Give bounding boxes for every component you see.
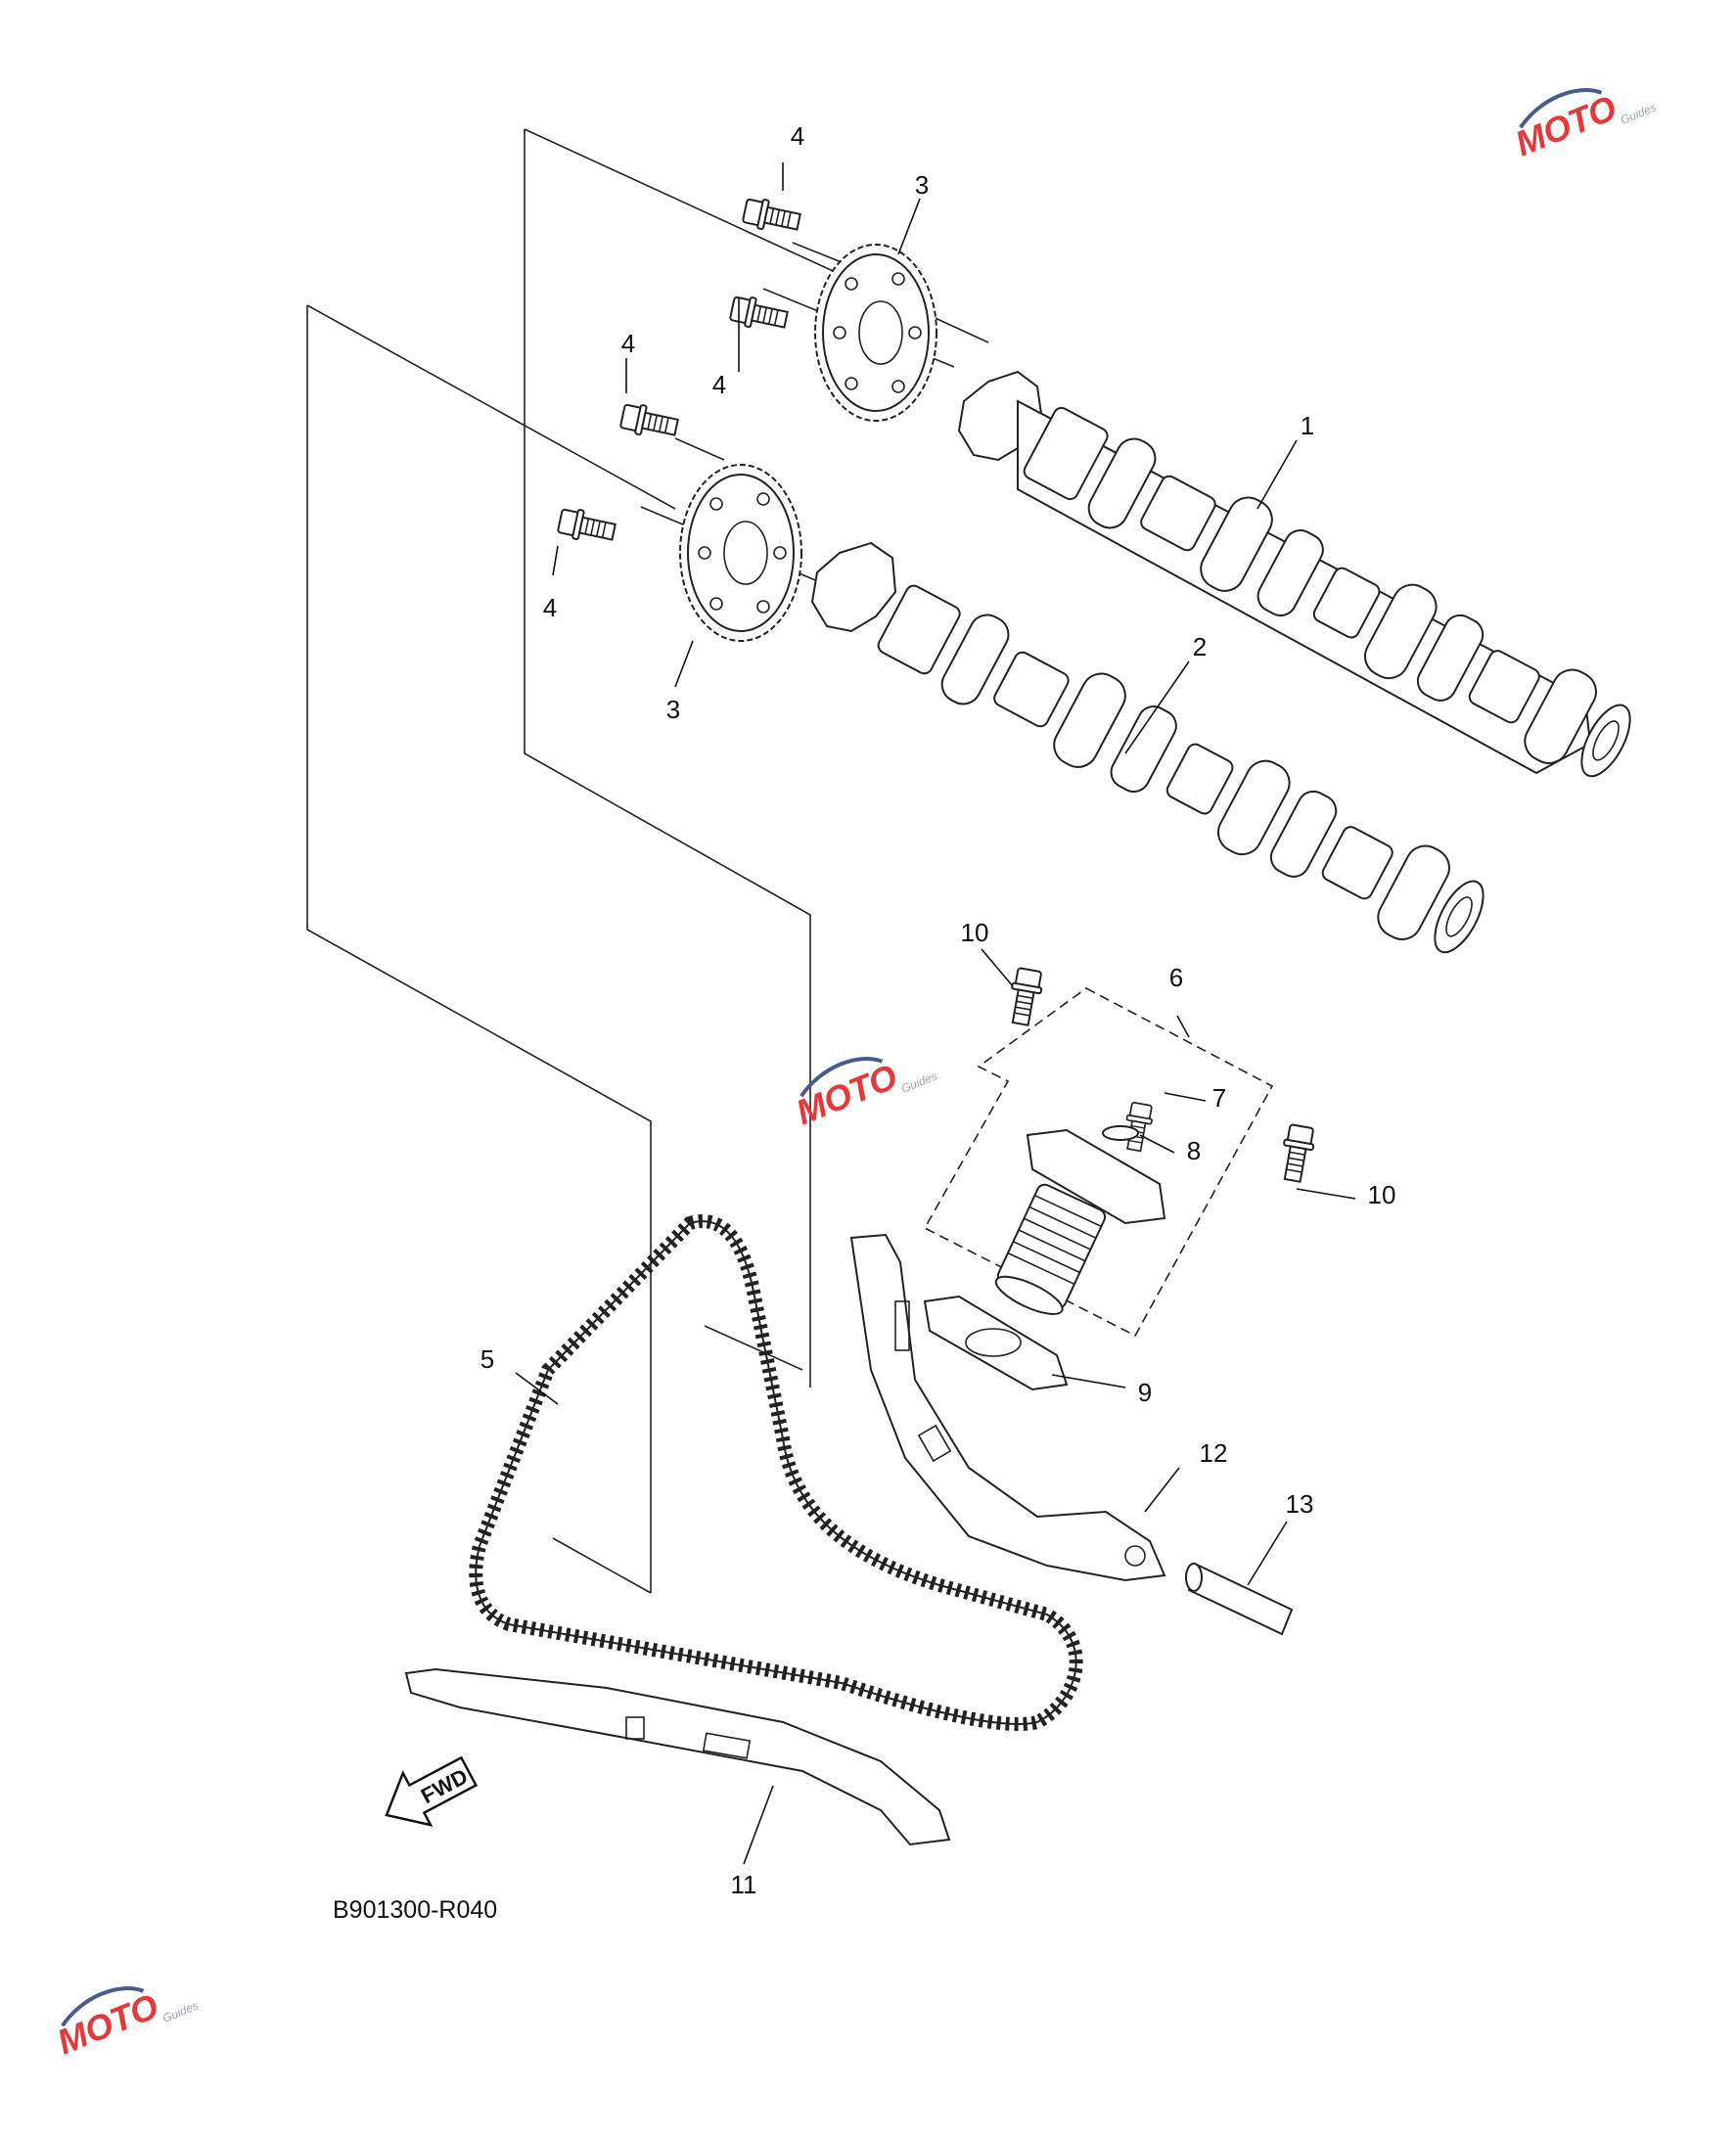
callout-11: 11 bbox=[731, 1870, 757, 1899]
sprocket-bolt-1[interactable] bbox=[741, 195, 803, 238]
callout-12: 12 bbox=[1200, 1438, 1228, 1468]
svg-text:MOTO: MOTO bbox=[52, 1985, 164, 2062]
callout-numbers: 1 2 3 3 4 4 4 4 5 6 7 8 9 10 10 11 12 13 bbox=[480, 121, 1396, 1899]
watermark-logo-center: MOTO Guides bbox=[791, 1056, 939, 1132]
watermark-logo-bottom-left: MOTO Guides bbox=[52, 1985, 201, 2062]
sprocket-bolt-4[interactable] bbox=[556, 505, 618, 548]
svg-text:Guides: Guides bbox=[1619, 101, 1659, 127]
svg-text:MOTO: MOTO bbox=[1510, 87, 1622, 163]
svg-text:Guides: Guides bbox=[899, 1069, 939, 1096]
cam-sprocket-lower[interactable] bbox=[679, 464, 802, 642]
tensioner-bolt-1[interactable] bbox=[1004, 966, 1046, 1027]
fwd-arrow: FWD bbox=[385, 1755, 479, 1827]
callout-9: 9 bbox=[1138, 1378, 1152, 1407]
callout-3-lower: 3 bbox=[666, 695, 680, 724]
callout-5: 5 bbox=[480, 1344, 494, 1374]
callout-10-right: 10 bbox=[1368, 1180, 1396, 1209]
cam-chain-tensioner[interactable] bbox=[990, 1128, 1166, 1321]
callout-13: 13 bbox=[1286, 1489, 1314, 1519]
callout-4-top: 4 bbox=[791, 121, 804, 151]
svg-text:MOTO: MOTO bbox=[791, 1056, 903, 1132]
camshaft-intake[interactable] bbox=[810, 541, 1497, 968]
callout-10-upper: 10 bbox=[961, 918, 989, 947]
callout-6: 6 bbox=[1169, 963, 1183, 992]
sprocket-bolt-3[interactable] bbox=[618, 400, 681, 443]
tensioner-bolt-2[interactable] bbox=[1276, 1122, 1318, 1184]
tensioner-gasket-small[interactable] bbox=[1102, 1125, 1139, 1141]
chain-tensioner-guide[interactable] bbox=[849, 1233, 1166, 1582]
tensioner-gasket[interactable] bbox=[923, 1295, 1069, 1391]
assembly-axis-lines bbox=[640, 242, 955, 1371]
callout-7: 7 bbox=[1212, 1083, 1226, 1113]
callout-4-lower-mid: 4 bbox=[621, 329, 635, 358]
callout-2: 2 bbox=[1193, 632, 1207, 661]
callout-4-bottom: 4 bbox=[543, 593, 557, 622]
timing-chain-centerline bbox=[475, 1220, 1077, 1725]
callout-1: 1 bbox=[1301, 411, 1314, 440]
callout-8: 8 bbox=[1187, 1136, 1201, 1165]
camshaft-exhaust[interactable] bbox=[957, 370, 1644, 792]
assembly-frame-lower bbox=[306, 304, 676, 1594]
svg-text:Guides: Guides bbox=[160, 1999, 201, 2025]
callout-4-upper-mid: 4 bbox=[712, 370, 726, 399]
callout-3-upper: 3 bbox=[915, 170, 929, 200]
timing-chain[interactable] bbox=[469, 1214, 1083, 1731]
cam-sprocket-upper[interactable] bbox=[814, 244, 937, 422]
chain-guide[interactable] bbox=[404, 1667, 951, 1846]
leader-lines bbox=[515, 162, 1356, 1865]
guide-pin[interactable] bbox=[1185, 1563, 1294, 1636]
drawing-code: B901300-R040 bbox=[333, 1896, 497, 1924]
watermark-logo-top-right: MOTO Guides bbox=[1510, 87, 1659, 163]
tensioner-assembly-outline bbox=[923, 987, 1274, 1338]
